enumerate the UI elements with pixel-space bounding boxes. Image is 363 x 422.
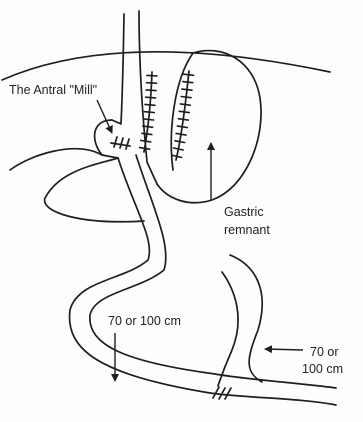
staple-mark — [181, 97, 191, 98]
limb-length-label: 70 or 100 cm — [108, 313, 181, 329]
esophagus-left-wall — [112, 14, 124, 124]
staple-mark — [177, 126, 187, 128]
staple-mark — [180, 104, 190, 105]
staple-mark — [144, 119, 154, 120]
staple-mark — [172, 155, 182, 157]
jejunojejunostomy-staples — [213, 387, 231, 399]
staple-mark — [183, 82, 193, 83]
antral-mill-arrow — [97, 100, 112, 133]
antral-mill-staples — [111, 137, 130, 149]
gastric-label: Gastric — [224, 204, 264, 220]
limb-length-label-2-line-2: 100 cm — [302, 361, 343, 377]
biliopancreatic-limb-lower — [218, 272, 238, 386]
staple-mark — [142, 133, 152, 134]
staple-mark — [174, 148, 184, 150]
staple-mark — [144, 112, 154, 113]
staple-mark — [178, 119, 188, 120]
staple-mark — [147, 83, 157, 84]
duodenum-lower-wall — [102, 155, 118, 158]
remnant-staple-line — [176, 71, 189, 160]
limb-length-arrow-2 — [265, 349, 303, 350]
staple-mark — [145, 104, 155, 105]
diaphragm-outline — [2, 52, 330, 80]
staple-mark — [176, 133, 186, 135]
biliopancreatic-limb-upper — [230, 255, 262, 382]
staple-mark — [140, 148, 150, 150]
staple-mark — [182, 89, 192, 90]
limb-length-label-2-line-1: 70 or — [310, 344, 339, 360]
staple-mark — [179, 111, 189, 112]
antral-mill-label: The Antral "Mill" — [9, 82, 97, 98]
staple-mark — [184, 74, 194, 75]
duodenal-stump-upper — [95, 120, 112, 155]
roux-limb-left-wall — [70, 158, 336, 405]
staple-mark — [147, 75, 157, 76]
staple-mark — [175, 141, 185, 143]
staple-marks-remnant — [172, 74, 194, 157]
remnant-label: remnant — [224, 222, 270, 238]
staple-mark — [146, 97, 156, 98]
staple-mark — [141, 140, 151, 142]
staple-mark — [146, 90, 156, 91]
